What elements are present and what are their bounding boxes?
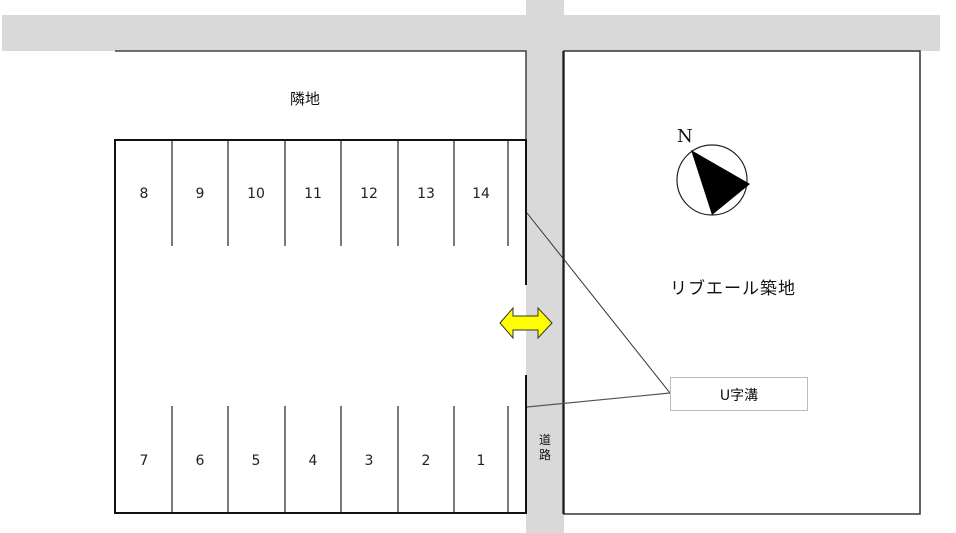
parking-stall-6: 6 (195, 453, 205, 469)
parking-stall-7: 7 (139, 453, 149, 469)
north-icon: N (677, 126, 693, 147)
road-label-char-1: 道 (538, 433, 551, 447)
u-ditch-label: U字溝 (719, 388, 759, 404)
parking-stall-13: 13 (417, 186, 435, 202)
entrance-arrow-icon (499, 306, 553, 340)
road-vertical (526, 0, 564, 533)
parking-stall-9: 9 (195, 186, 205, 202)
parking-stall-10: 10 (247, 186, 265, 202)
building-name-label: リブエール築地 (670, 279, 796, 299)
parking-stall-5: 5 (251, 453, 261, 469)
road-label-char-2: 路 (538, 448, 551, 462)
parking-stall-1: 1 (476, 453, 486, 469)
road-horizontal (2, 15, 940, 51)
parking-stall-2: 2 (421, 453, 431, 469)
parking-stall-11: 11 (304, 186, 322, 202)
road-label: 道 路 (533, 433, 557, 463)
parking-stall-12: 12 (360, 186, 378, 202)
parking-stall-4: 4 (308, 453, 318, 469)
parking-stall-8: 8 (139, 186, 149, 202)
u-ditch-callout-box (670, 377, 808, 411)
parking-stall-3: 3 (364, 453, 374, 469)
parking-stall-14: 14 (472, 186, 490, 202)
neighbor-land-label: 隣地 (290, 90, 321, 108)
